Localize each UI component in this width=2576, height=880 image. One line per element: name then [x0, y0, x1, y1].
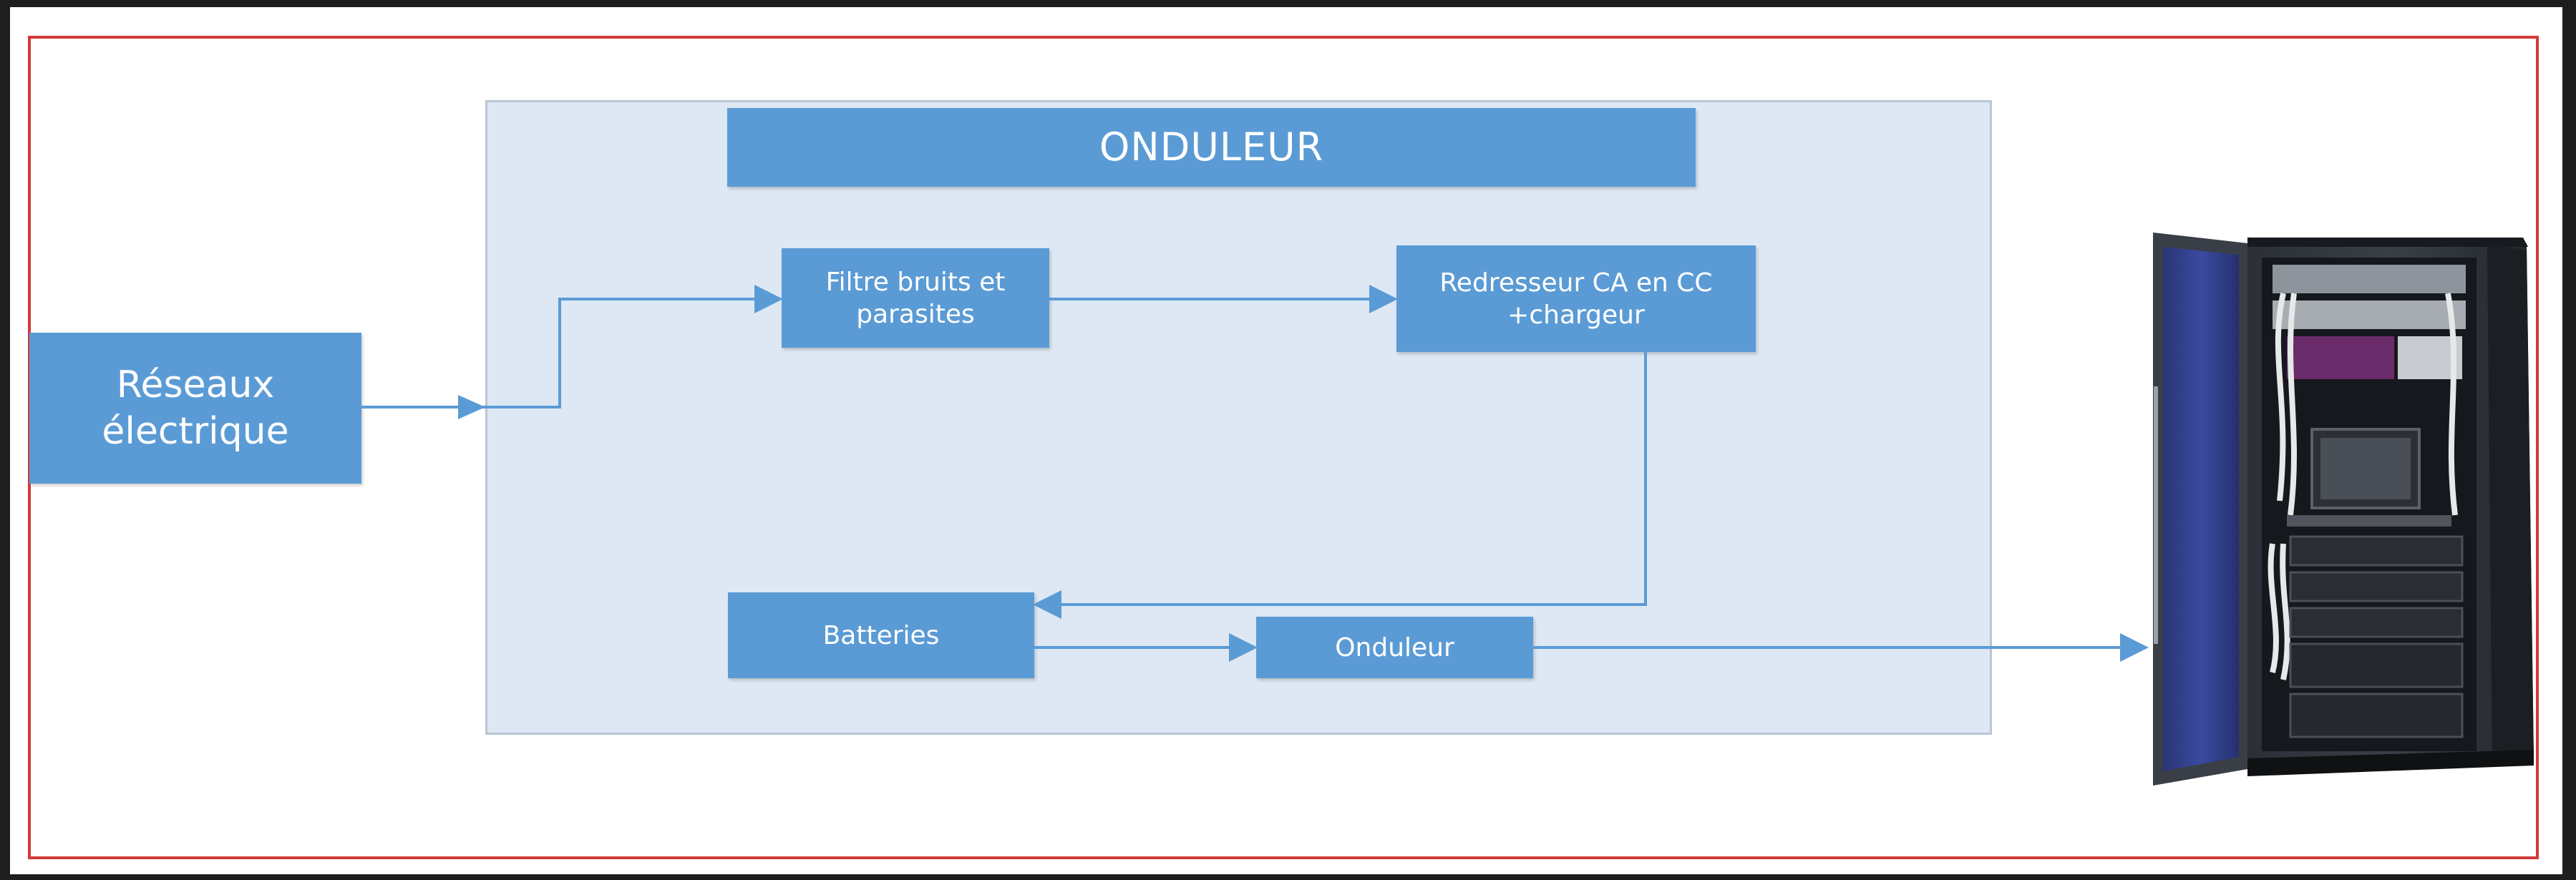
- onduleur-title: ONDULEUR: [727, 108, 1696, 187]
- node-reseaux-electrique: Réseaux électrique: [29, 333, 361, 484]
- node-onduleur: Onduleur: [1256, 617, 1533, 678]
- node-redresseur: Redresseur CA en CC +chargeur: [1396, 245, 1756, 352]
- arrowhead-container-entry: [458, 395, 485, 419]
- server-rack-icon: [2153, 233, 2534, 786]
- node-filtre: Filtre bruits et parasites: [782, 248, 1049, 348]
- edge-redresseur-batteries: [1033, 352, 1647, 619]
- node-batteries: Batteries: [728, 592, 1034, 678]
- edge-reseaux-filtre: [361, 285, 783, 409]
